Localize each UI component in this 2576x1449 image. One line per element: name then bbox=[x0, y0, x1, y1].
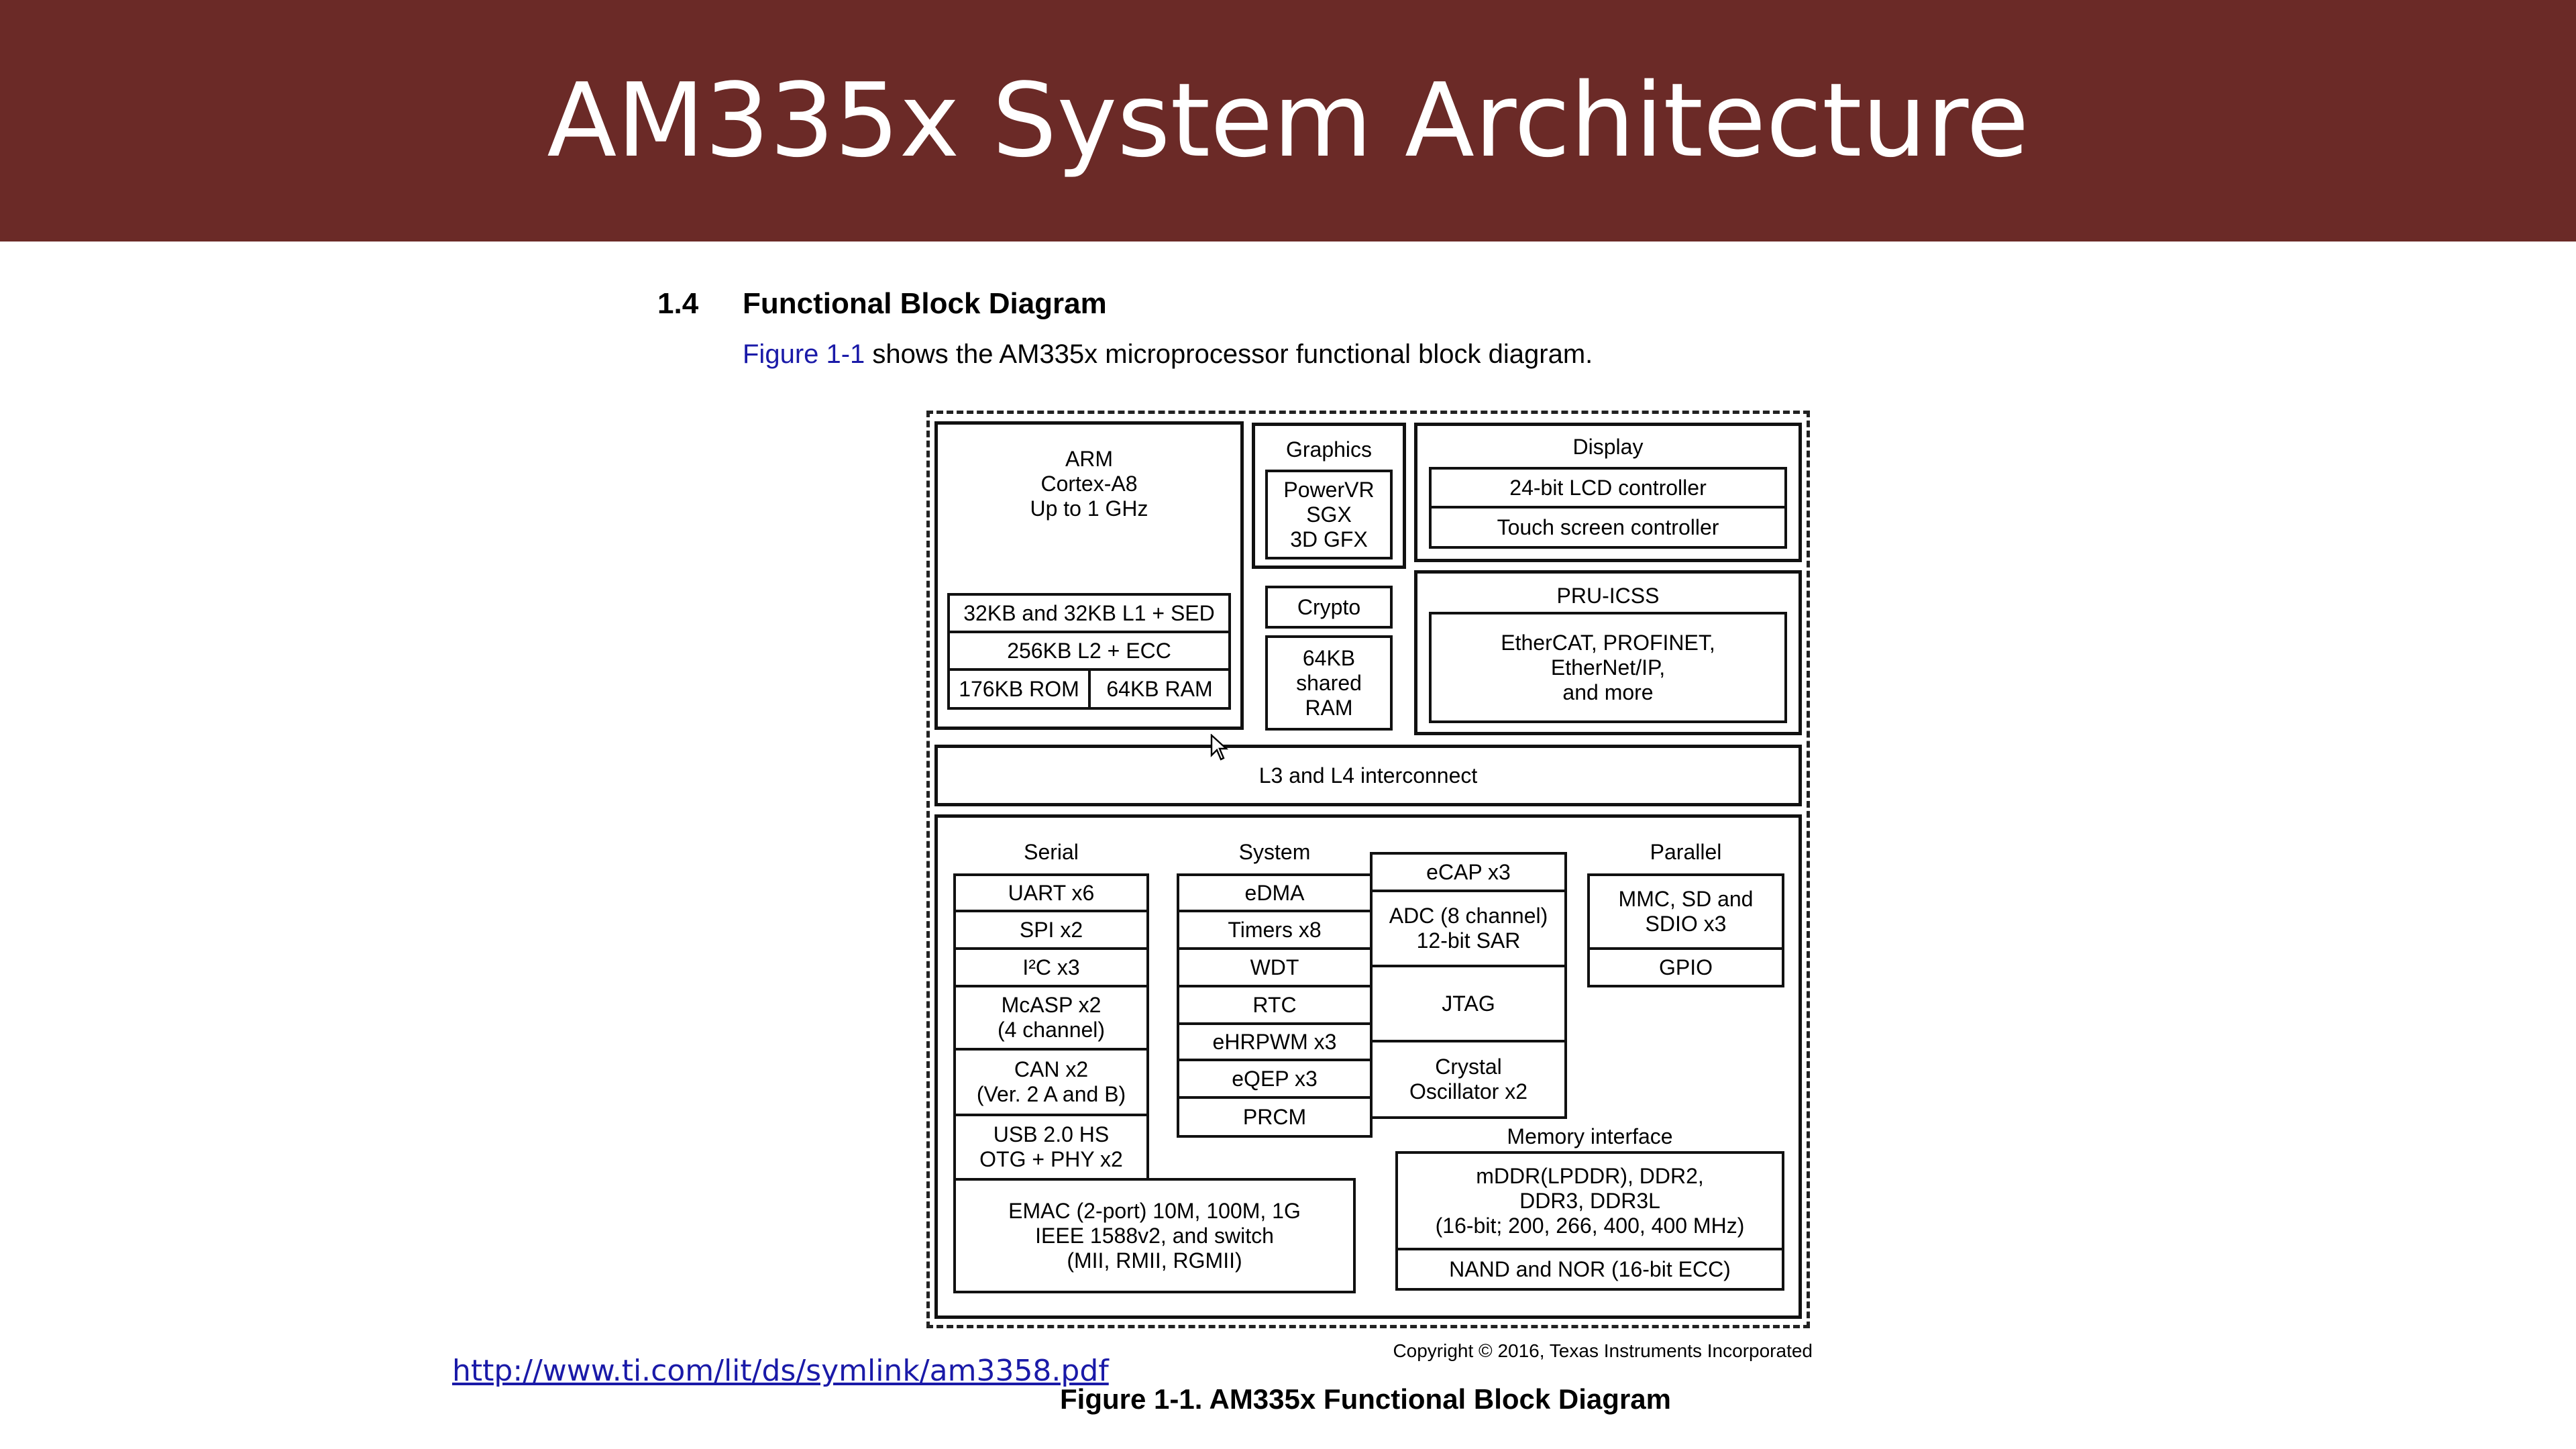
interconnect-bar: L3 and L4 interconnect bbox=[934, 745, 1802, 806]
system-timers: Timers x8 bbox=[1177, 910, 1373, 950]
arm-l2-cache: 256KB L2 + ECC bbox=[947, 631, 1231, 671]
system-prcm: PRCM bbox=[1177, 1096, 1373, 1138]
serial-title: Serial bbox=[1024, 840, 1079, 864]
system-ehrpwm: eHRPWM x3 bbox=[1177, 1022, 1373, 1061]
figure-caption: Figure 1-1. AM335x Functional Block Diag… bbox=[1060, 1383, 1671, 1415]
serial-spi: SPI x2 bbox=[953, 910, 1149, 950]
pru-icss-block bbox=[1414, 570, 1802, 735]
arm-block bbox=[934, 421, 1244, 730]
slide-title: AM335x System Architecture bbox=[547, 61, 2029, 180]
figure-link[interactable]: Figure 1-1 bbox=[743, 339, 865, 369]
parallel-gpio: GPIO bbox=[1587, 947, 1784, 987]
serial-uart: UART x6 bbox=[953, 873, 1149, 912]
system-edma: eDMA bbox=[1177, 873, 1373, 912]
arm-l1-cache: 32KB and 32KB L1 + SED bbox=[947, 593, 1231, 633]
section-title: Functional Block Diagram bbox=[743, 287, 1107, 320]
serial-mcasp: McASP x2 (4 channel) bbox=[953, 985, 1149, 1051]
system-wdt: WDT bbox=[1177, 947, 1373, 987]
copyright-notice: Copyright © 2016, Texas Instruments Inco… bbox=[1393, 1340, 1813, 1361]
system-adc: ADC (8 channel) 12-bit SAR bbox=[1370, 890, 1567, 967]
arm-ram: 64KB RAM bbox=[1088, 668, 1231, 710]
peripherals-block bbox=[934, 814, 1802, 1319]
graphics-powervr: PowerVR SGX 3D GFX bbox=[1265, 470, 1393, 559]
display-title: Display bbox=[1572, 435, 1644, 459]
shared-ram-block: 64KB shared RAM bbox=[1265, 635, 1393, 731]
source-link[interactable]: http://www.ti.com/lit/ds/symlink/am3358.… bbox=[452, 1354, 1109, 1388]
pru-icss-protocols: EtherCAT, PROFINET, EtherNet/IP, and mor… bbox=[1429, 612, 1787, 723]
display-block bbox=[1414, 423, 1802, 562]
touch-controller: Touch screen controller bbox=[1429, 506, 1787, 549]
system-title: System bbox=[1238, 840, 1311, 864]
section-number: 1.4 bbox=[657, 287, 699, 320]
memory-nand-nor: NAND and NOR (16-bit ECC) bbox=[1395, 1248, 1784, 1291]
intro-paragraph: Figure 1-1 shows the AM335x microprocess… bbox=[743, 339, 1593, 370]
emac-block: EMAC (2-port) 10M, 100M, 1G IEEE 1588v2,… bbox=[953, 1178, 1356, 1293]
system-rtc: RTC bbox=[1177, 985, 1373, 1025]
system-ecap: eCAP x3 bbox=[1370, 852, 1567, 892]
graphics-block bbox=[1252, 423, 1406, 569]
system-crystal-oscillator: Crystal Oscillator x2 bbox=[1370, 1040, 1567, 1119]
memory-title: Memory interface bbox=[1507, 1124, 1673, 1148]
lcd-controller: 24-bit LCD controller bbox=[1429, 467, 1787, 508]
arm-rom: 176KB ROM bbox=[947, 668, 1091, 710]
pru-icss-title: PRU-ICSS bbox=[1556, 584, 1660, 608]
serial-i2c: I²C x3 bbox=[953, 947, 1149, 987]
serial-can: CAN x2 (Ver. 2 A and B) bbox=[953, 1048, 1149, 1116]
system-eqep: eQEP x3 bbox=[1177, 1059, 1373, 1099]
serial-usb: USB 2.0 HS OTG + PHY x2 bbox=[953, 1114, 1149, 1181]
title-banner bbox=[0, 0, 2576, 241]
arm-title: ARM Cortex-A8 Up to 1 GHz bbox=[1030, 447, 1148, 521]
memory-ddr: mDDR(LPDDR), DDR2, DDR3, DDR3L (16-bit; … bbox=[1395, 1151, 1784, 1250]
system-jtag: JTAG bbox=[1370, 965, 1567, 1042]
crypto-block: Crypto bbox=[1265, 586, 1393, 629]
soc-outline bbox=[926, 411, 1810, 1328]
graphics-title: Graphics bbox=[1285, 437, 1373, 462]
parallel-mmc: MMC, SD and SDIO x3 bbox=[1587, 873, 1784, 950]
intro-text: shows the AM335x microprocessor function… bbox=[865, 339, 1593, 369]
parallel-title: Parallel bbox=[1650, 840, 1722, 864]
mouse-pointer-icon bbox=[1210, 734, 1229, 761]
